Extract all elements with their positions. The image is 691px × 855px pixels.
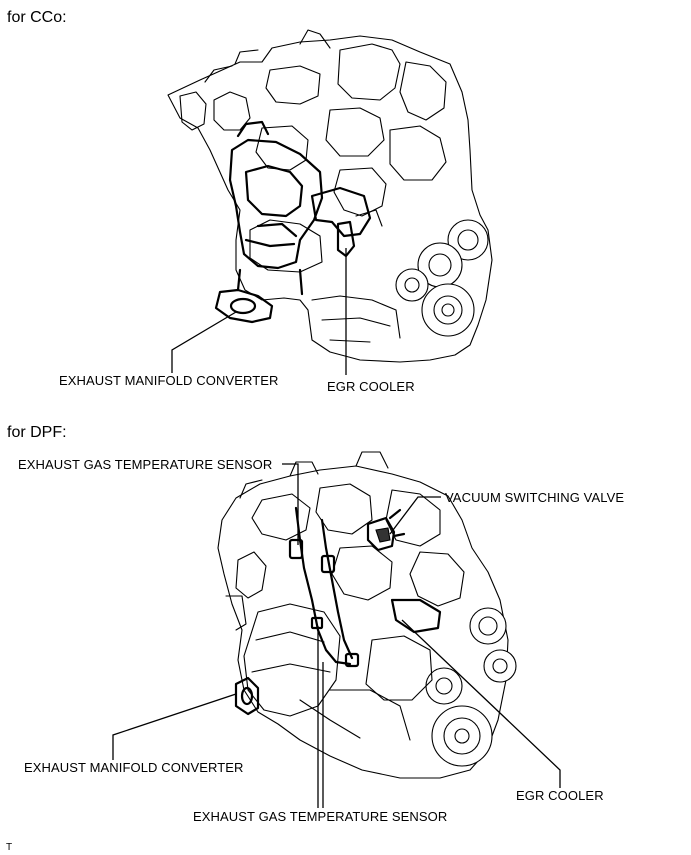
dpf-vsv-label: VACUUM SWITCHING VALVE [445,490,625,505]
dpf-engine-drawing [217,451,517,779]
cco-heading: for CCo: [7,9,67,26]
cco-egr-cooler-label: EGR COOLER [327,379,415,394]
leader-lines [112,248,561,808]
leader-dpf-egr-cooler [401,619,561,788]
dpf-egt-sensor-top-label: EXHAUST GAS TEMPERATURE SENSOR [18,457,273,472]
dpf-exhaust-manifold-converter-label: EXHAUST MANIFOLD CONVERTER [24,760,244,775]
leader-dpf-exhaust-manifold-converter [112,693,237,760]
cco-exhaust-manifold-converter-label: EXHAUST MANIFOLD CONVERTER [59,373,279,388]
cco-engine-drawing [167,29,493,363]
leader-dpf-egt-sensor-top [282,463,299,545]
dpf-heading: for DPF: [7,424,67,441]
dpf-egt-sensor-bottom-label: EXHAUST GAS TEMPERATURE SENSOR [193,809,448,824]
leader-dpf-vsv [389,496,441,535]
leader-cco-exhaust-manifold-converter [171,311,237,373]
dpf-egr-cooler-label: EGR COOLER [516,788,604,803]
footer-mark: T [6,842,13,853]
